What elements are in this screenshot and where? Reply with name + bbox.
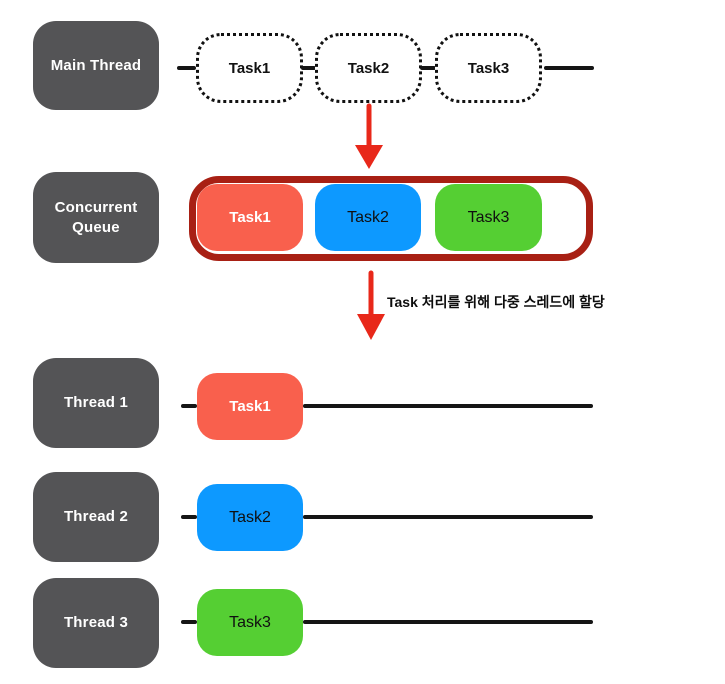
thread3-task-box: Task3 (197, 589, 303, 656)
queue-task2-label: Task2 (347, 208, 389, 226)
main-task3-label: Task3 (467, 59, 510, 77)
down-arrow-icon (355, 103, 383, 169)
thread2-label-box: Thread 2 (33, 472, 159, 562)
thread3-timeline-left-stub (181, 620, 197, 624)
thread2-label: Thread 2 (63, 508, 129, 525)
queue-task3-label: Task3 (467, 208, 510, 226)
thread1-task-label: Task1 (229, 398, 271, 415)
main-timeline-connector-1 (301, 66, 316, 70)
thread1-timeline-left-stub (181, 404, 197, 408)
thread2-task-box: Task2 (197, 484, 303, 551)
main-task3-box: Task3 (435, 33, 542, 103)
main-timeline-right-tail (544, 66, 594, 70)
thread2-task-label: Task2 (229, 508, 271, 526)
thread2-timeline-left-stub (181, 515, 197, 519)
thread1-task-box: Task1 (197, 373, 303, 440)
main-timeline-left-stub (177, 66, 196, 70)
main-thread-label: Main Thread (50, 56, 142, 74)
dispatch-annotation: Task 처리를 위해 다중 스레드에 할당 (387, 294, 605, 310)
main-thread-label-box: Main Thread (33, 21, 159, 110)
queue-task1-box: Task1 (197, 184, 303, 251)
main-task2-label: Task2 (347, 59, 390, 77)
main-task2-box: Task2 (315, 33, 422, 103)
queue-task2-box: Task2 (315, 184, 421, 251)
thread1-timeline (303, 404, 593, 408)
thread3-label: Thread 3 (63, 614, 129, 631)
queue-task1-label: Task1 (229, 209, 271, 226)
main-task1-label: Task1 (228, 59, 271, 77)
main-timeline-connector-2 (420, 66, 436, 70)
thread1-label-box: Thread 1 (33, 358, 159, 448)
thread3-task-label: Task3 (229, 613, 271, 631)
thread1-label: Thread 1 (63, 394, 129, 411)
thread3-label-box: Thread 3 (33, 578, 159, 668)
thread3-timeline (303, 620, 593, 624)
thread2-timeline (303, 515, 593, 519)
concurrent-queue-label-box: Concurrent Queue (33, 172, 159, 263)
down-arrow-icon (357, 270, 385, 340)
queue-outline (189, 176, 593, 261)
queue-task3-box: Task3 (435, 184, 542, 251)
concurrent-queue-label: Concurrent Queue (54, 198, 138, 236)
main-task1-box: Task1 (196, 33, 303, 103)
